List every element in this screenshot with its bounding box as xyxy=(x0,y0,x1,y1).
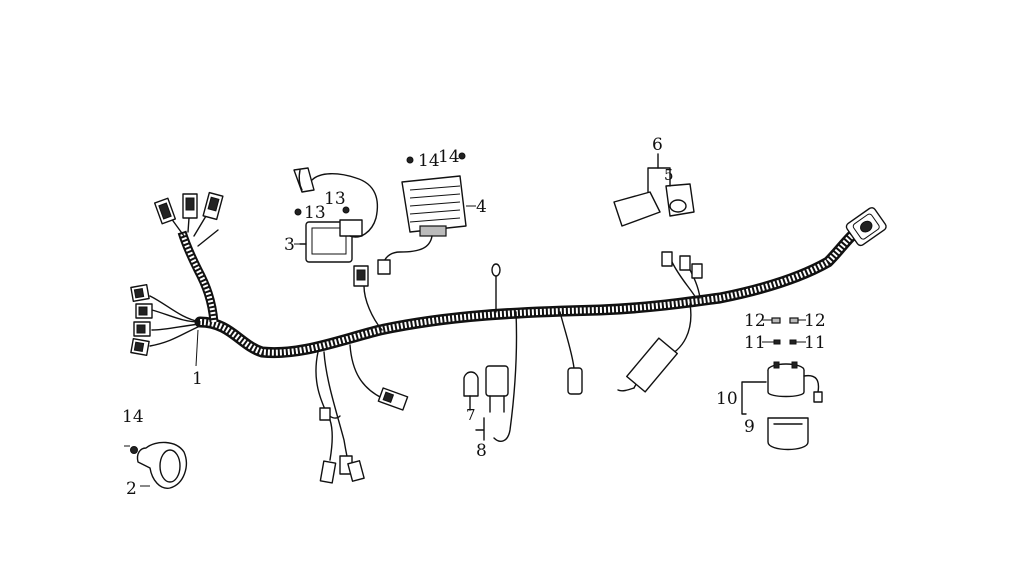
part-9-10-starter-relay xyxy=(741,361,823,451)
callout-6: 6 xyxy=(652,135,663,155)
callout-13-right: 13 xyxy=(324,189,346,209)
callout-11-right: 11 xyxy=(804,333,826,353)
callout-13-left: 13 xyxy=(304,203,326,223)
callout-labels: 1 2 3 4 5 6 7 8 9 10 11 11 12 12 13 13 1… xyxy=(122,135,826,499)
callout-10: 10 xyxy=(716,389,738,409)
callout-5: 5 xyxy=(664,166,674,184)
callout-7: 7 xyxy=(466,406,476,424)
callout-4: 4 xyxy=(476,197,487,217)
callout-11-left: 11 xyxy=(744,333,766,353)
callout-14-top-right: 14 xyxy=(438,147,460,167)
callout-1: 1 xyxy=(192,369,203,389)
callout-12-right: 12 xyxy=(804,311,826,331)
callout-12-left: 12 xyxy=(744,311,766,331)
callout-2: 2 xyxy=(126,479,137,499)
main-wiring-harness xyxy=(130,191,887,484)
part-2-horn xyxy=(130,441,188,489)
callout-9: 9 xyxy=(744,417,755,437)
callout-14-horn: 14 xyxy=(122,407,144,427)
part-3-ignition-coil xyxy=(293,167,379,263)
part-4-regulator xyxy=(377,175,467,275)
callout-3: 3 xyxy=(284,235,295,255)
part-5-6-relays xyxy=(613,153,695,227)
callout-14-top-left: 14 xyxy=(418,151,440,171)
callout-8: 8 xyxy=(476,441,487,461)
part-7-8-components xyxy=(463,365,509,441)
leader-lines xyxy=(124,205,806,487)
